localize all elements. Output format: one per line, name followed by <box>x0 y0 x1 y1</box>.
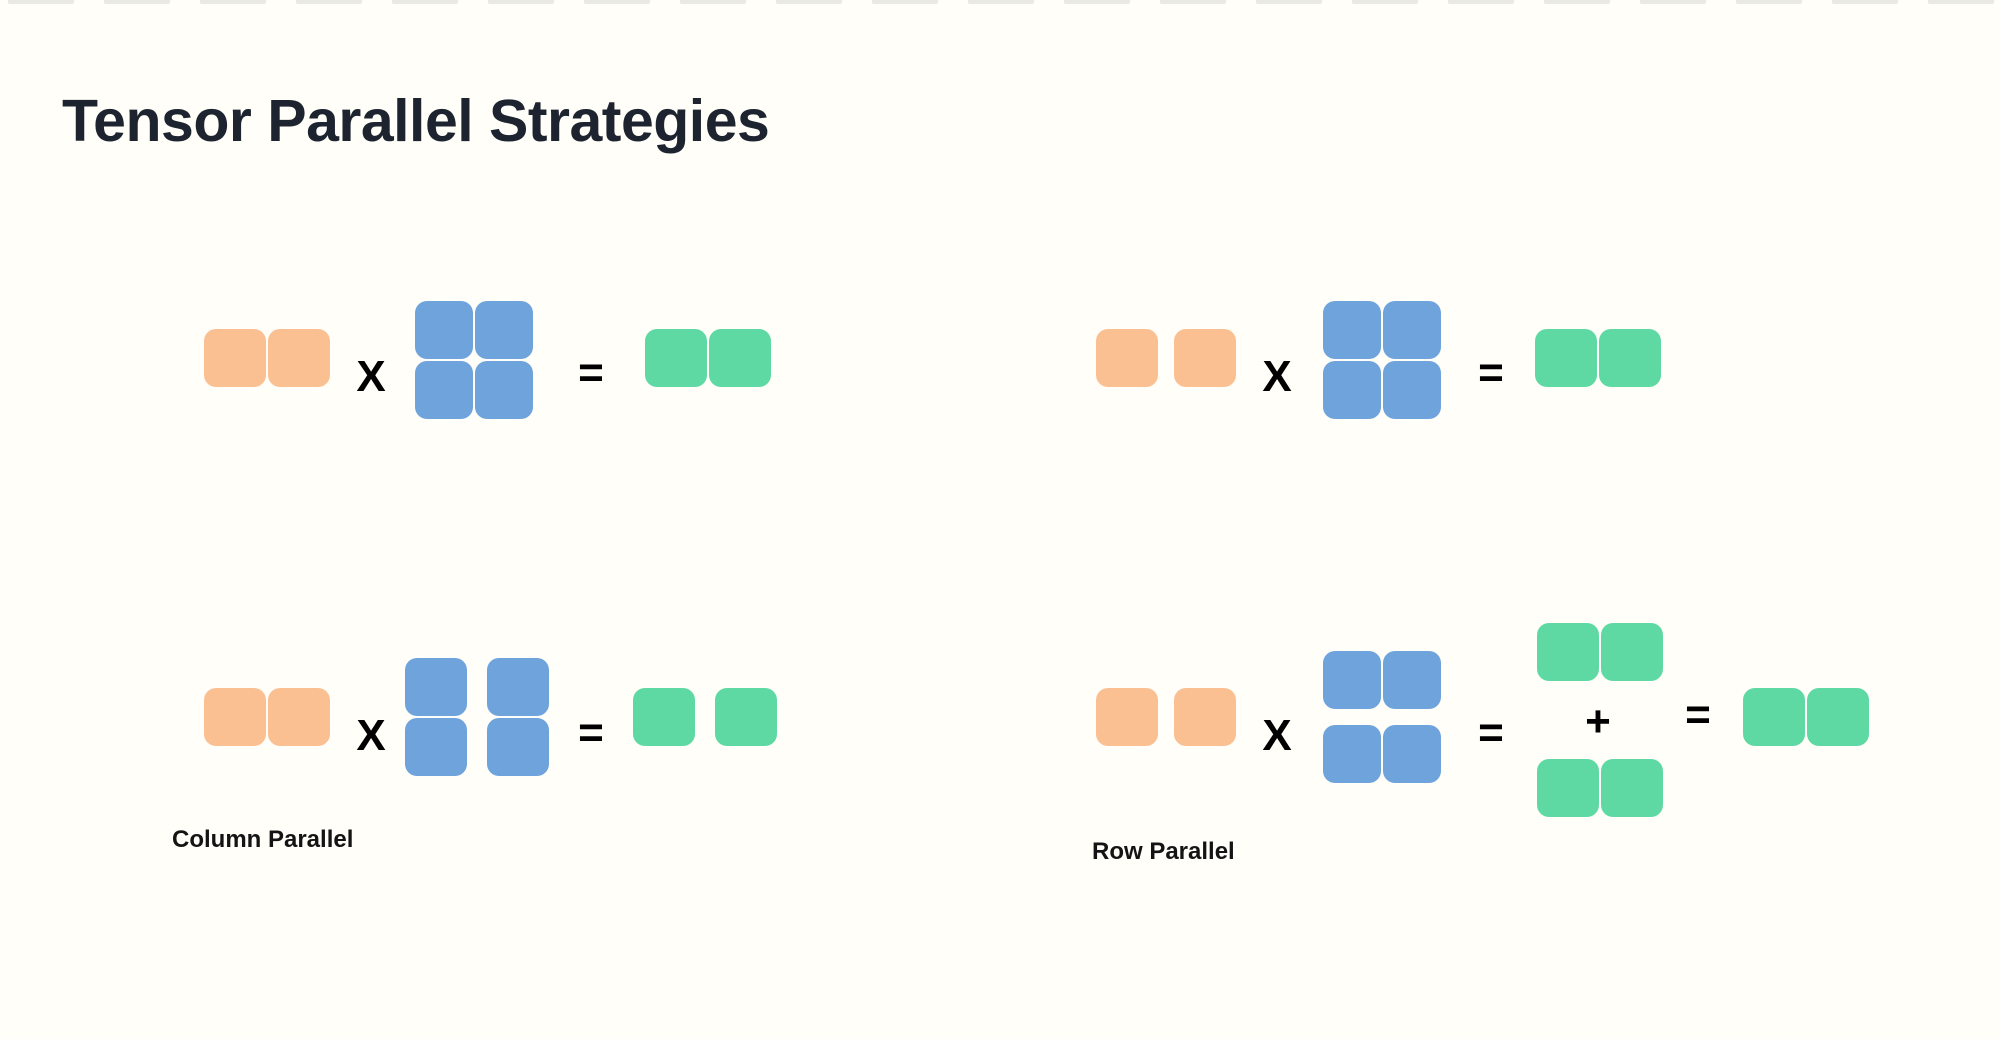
partial-output-top-cell <box>1537 623 1599 681</box>
page-title: Tensor Parallel Strategies <box>62 87 770 154</box>
top-strip-segment <box>296 0 362 4</box>
top-strip-segment <box>968 0 1034 4</box>
partial-output-top-cell <box>1601 623 1663 681</box>
output-row-vector-cell <box>1535 329 1597 387</box>
weight-matrix-cell <box>1323 361 1381 419</box>
multiply-sign: X <box>356 711 386 760</box>
equals-sign: = <box>578 708 604 757</box>
top-strip-segment <box>1352 0 1418 4</box>
activation-row-vector-cell <box>1096 688 1158 746</box>
plus-sign: + <box>1585 697 1611 746</box>
weight-matrix <box>1323 301 1441 419</box>
equals-sign: = <box>1478 348 1504 397</box>
output-row-vector <box>1535 329 1661 387</box>
activation-row-vector <box>204 329 330 387</box>
top-strip-segment <box>1640 0 1706 4</box>
top-strip-segment <box>1256 0 1322 4</box>
top-strip-segment <box>1736 0 1802 4</box>
top-strip-segment <box>1160 0 1226 4</box>
top-strip-segment <box>1544 0 1610 4</box>
equals-sign: = <box>578 348 604 397</box>
top-strip-segment <box>104 0 170 4</box>
activation-row-vector-cell <box>1174 329 1236 387</box>
top-strip-segment <box>1928 0 1994 4</box>
top-strip-segment <box>1448 0 1514 4</box>
weight-matrix-cell <box>475 361 533 419</box>
top-strip-segment <box>200 0 266 4</box>
multiply-sign: X <box>1262 352 1292 401</box>
weight-matrix-row-split-cell <box>1323 651 1381 709</box>
activation-row-vector-cell <box>268 688 330 746</box>
weight-matrix-row-split-cell <box>1323 725 1381 783</box>
weight-matrix-column-split-cell <box>405 718 467 776</box>
top-strip-segment <box>1064 0 1130 4</box>
multiply-sign: X <box>356 352 386 401</box>
weight-matrix-row-split-cell <box>1383 725 1441 783</box>
output-row-vector-cell <box>1743 688 1805 746</box>
top-strip-segment <box>776 0 842 4</box>
partial-output-bottom-cell <box>1601 759 1663 817</box>
output-row-vector-split-cell <box>633 688 695 746</box>
partial-output-bottom-cell <box>1537 759 1599 817</box>
top-strip-segment <box>392 0 458 4</box>
top-strip-segment <box>488 0 554 4</box>
output-row-vector-cell <box>1807 688 1869 746</box>
activation-row-vector <box>1096 329 1236 387</box>
diagram-column-parallel-label: Column Parallel <box>172 826 354 853</box>
multiply-sign: X <box>1262 711 1292 760</box>
activation-row-vector-cell <box>1096 329 1158 387</box>
weight-matrix-cell <box>1383 301 1441 359</box>
weight-matrix-cell <box>1383 361 1441 419</box>
partial-output-bottom <box>1537 759 1663 817</box>
output-row-vector <box>1743 688 1869 746</box>
top-strip-segment <box>1832 0 1898 4</box>
weight-matrix-row-split <box>1323 651 1441 783</box>
weight-matrix <box>415 301 533 419</box>
weight-matrix-cell <box>415 361 473 419</box>
top-strip-segment <box>8 0 74 4</box>
output-row-vector-cell <box>1599 329 1661 387</box>
top-strip-segment <box>584 0 650 4</box>
weight-matrix-row-split-cell <box>1383 651 1441 709</box>
weight-matrix-cell <box>475 301 533 359</box>
top-strip <box>8 0 1994 4</box>
activation-row-vector-cell <box>1174 688 1236 746</box>
partial-output-top <box>1537 623 1663 681</box>
diagram-row-parallel-label: Row Parallel <box>1092 838 1235 865</box>
output-row-vector-cell <box>645 329 707 387</box>
output-row-vector <box>645 329 771 387</box>
top-strip-segment <box>872 0 938 4</box>
weight-matrix-column-split-cell <box>487 718 549 776</box>
equals-sign: = <box>1478 708 1504 757</box>
activation-row-vector-cell <box>204 688 266 746</box>
top-strip-segment <box>680 0 746 4</box>
activation-row-vector <box>1096 688 1236 746</box>
weight-matrix-cell <box>1323 301 1381 359</box>
output-row-vector-cell <box>709 329 771 387</box>
weight-matrix-column-split-cell <box>405 658 467 716</box>
activation-row-vector-cell <box>268 329 330 387</box>
weight-matrix-cell <box>415 301 473 359</box>
weight-matrix-column-split-cell <box>487 658 549 716</box>
output-row-vector-split <box>633 688 777 746</box>
activation-row-vector <box>204 688 330 746</box>
weight-matrix-column-split <box>405 658 549 776</box>
equals-sign-2: = <box>1685 690 1711 739</box>
activation-row-vector-cell <box>204 329 266 387</box>
output-row-vector-split-cell <box>715 688 777 746</box>
